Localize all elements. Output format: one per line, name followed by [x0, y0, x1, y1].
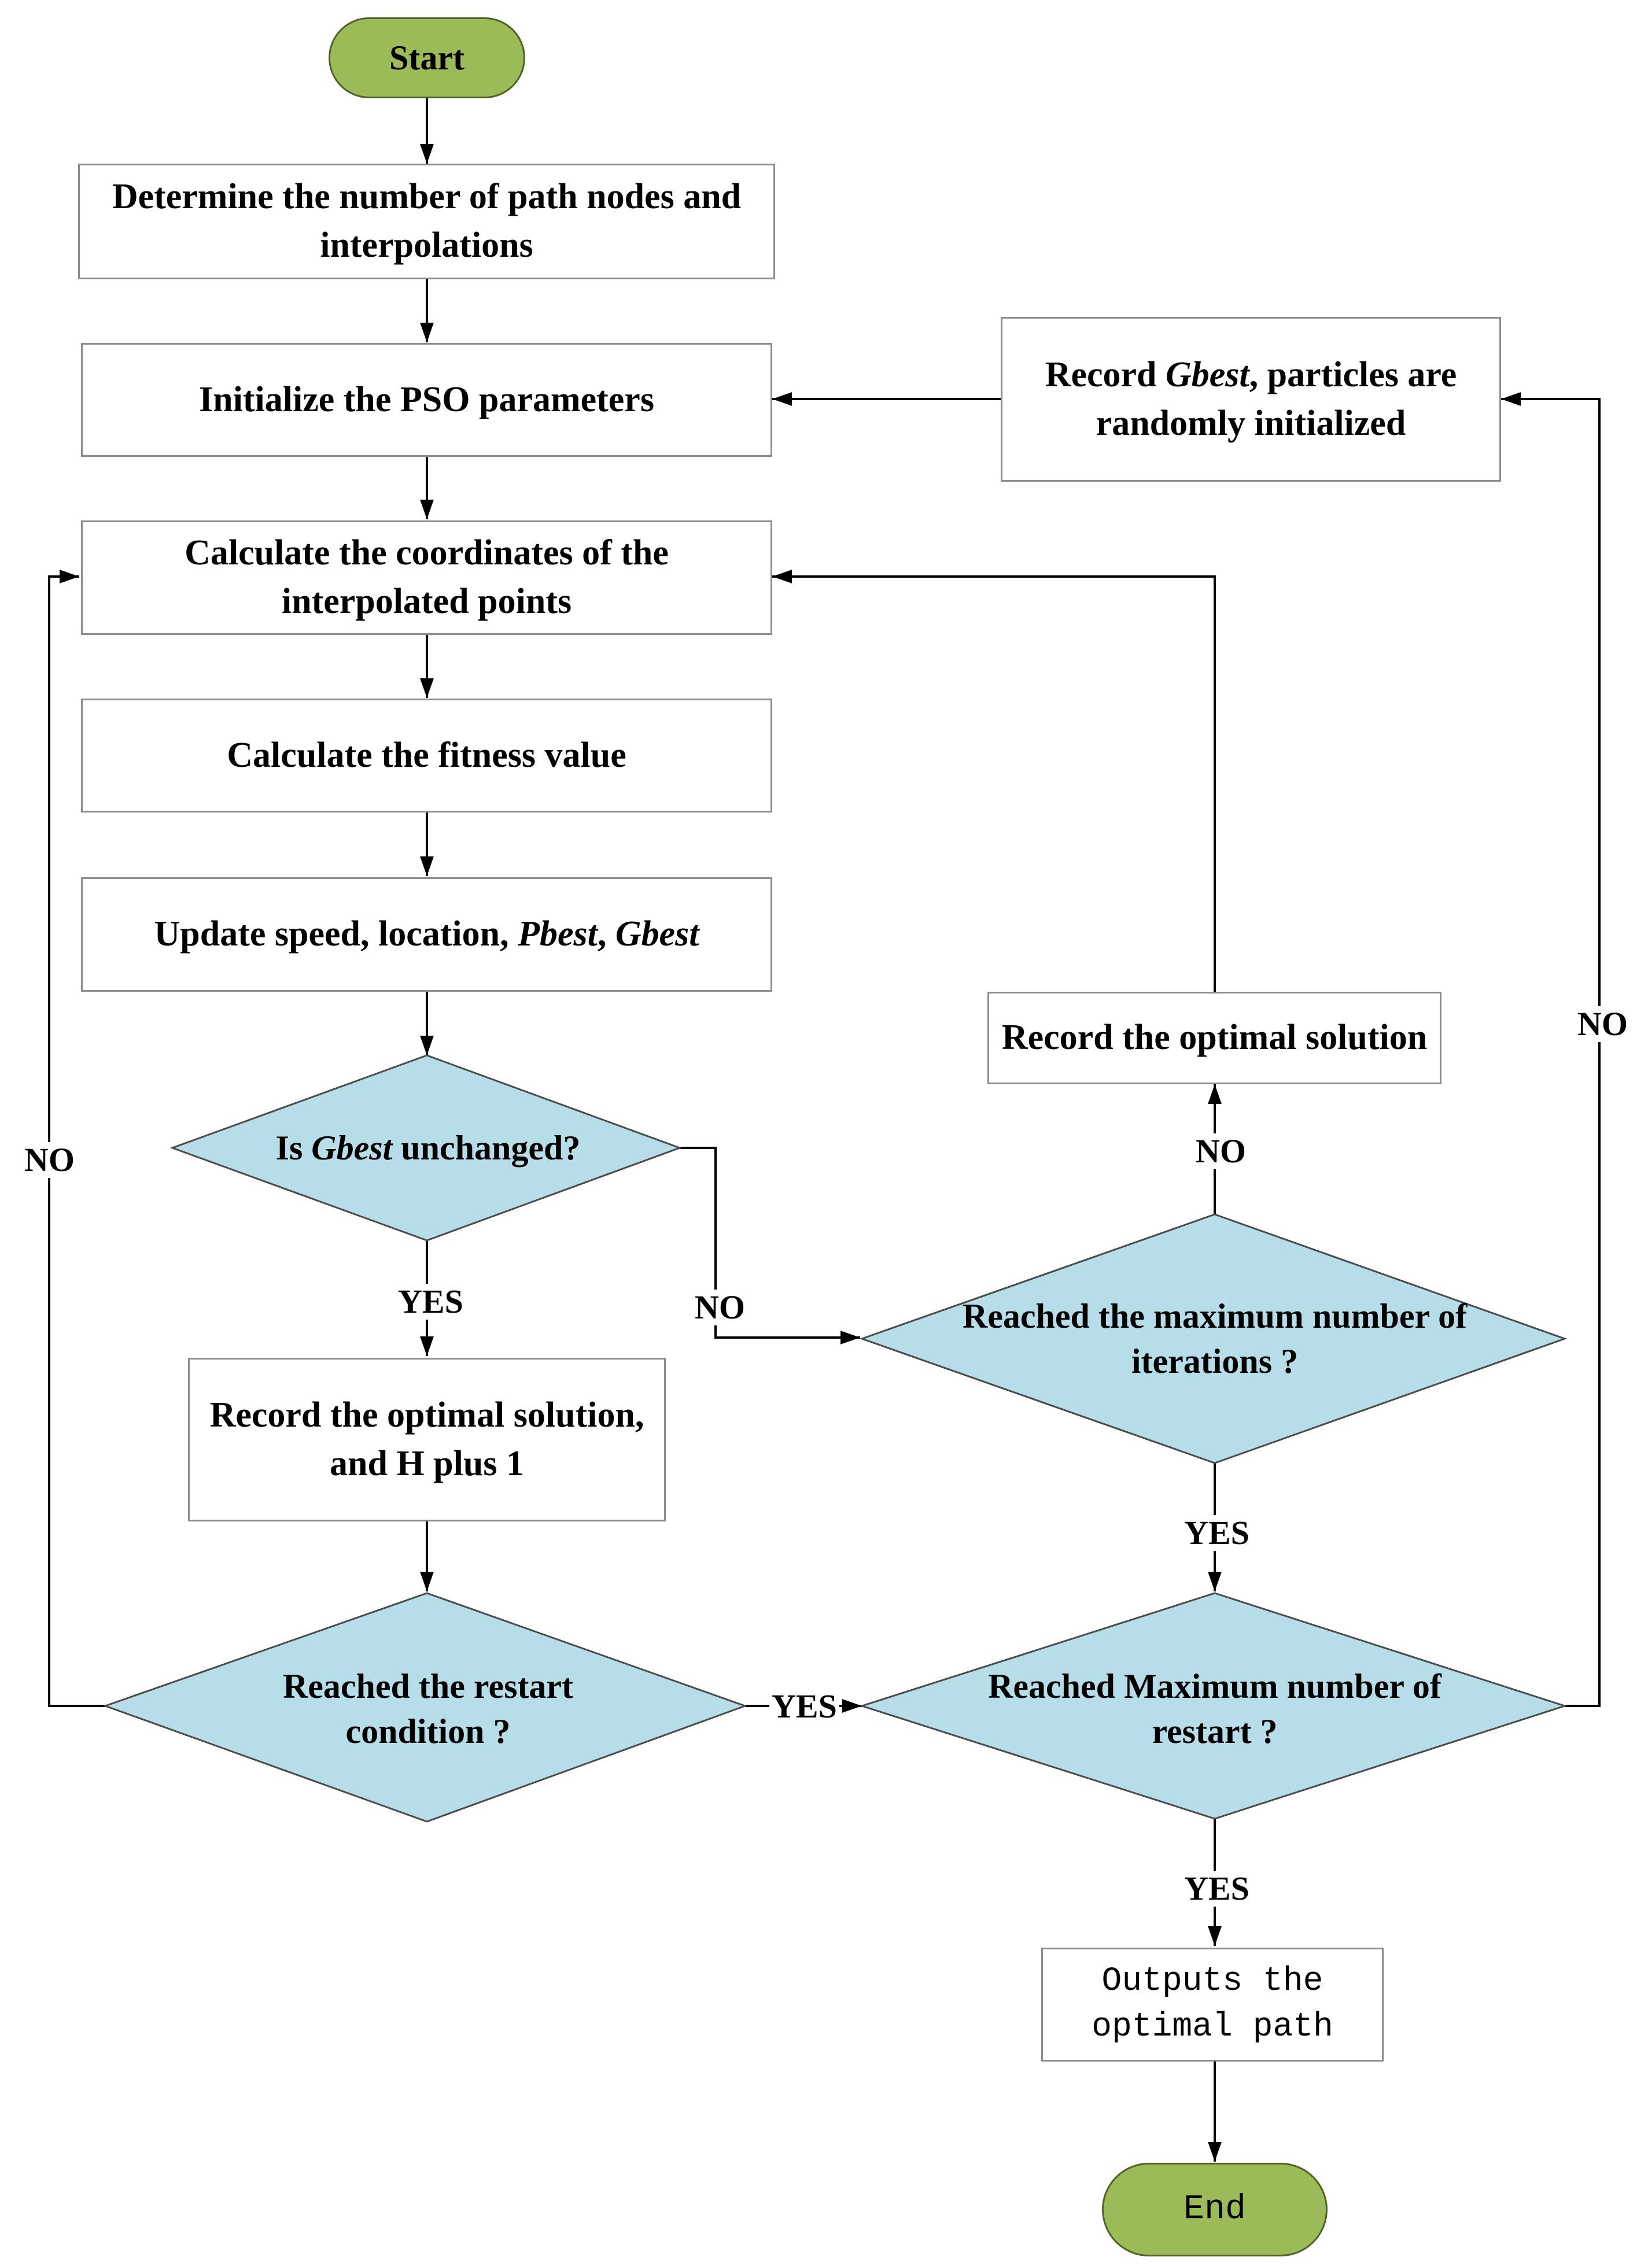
calculate-coordinates-line-1: Calculate the coordinates of the	[185, 533, 669, 573]
record-gbest-line-2: randomly initialized	[1096, 403, 1406, 443]
arrow-restart-no	[48, 570, 105, 1707]
record-optimal-solution-box: Record the optimal solution	[987, 992, 1441, 1084]
label-no-restart: NO	[22, 1142, 77, 1178]
max-restart-line-2: restart ?	[1152, 1712, 1278, 1750]
diamond-max-restart	[859, 1592, 1568, 1820]
determine-line-2: interpolations	[320, 226, 533, 265]
initialize-pso-box: Initialize the PSO parameters	[81, 343, 772, 457]
calculate-coordinates-line-2: interpolated points	[281, 582, 572, 621]
arrow-gbest-no	[680, 1147, 860, 1344]
label-no-max-restart: NO	[1575, 1006, 1630, 1042]
record-optimal-h-line-1: Record the optimal solution,	[209, 1395, 644, 1435]
diamond-gbest-unchanged	[169, 1054, 683, 1242]
label-yes-restart: YES	[769, 1689, 839, 1724]
end-label: End	[1183, 2189, 1247, 2229]
end-terminal: End	[1102, 2163, 1328, 2256]
label-yes-max-iterations: YES	[1182, 1515, 1252, 1551]
outputs-line-1: Outputs the	[1101, 1963, 1323, 2001]
restart-condition-line-1: Reached the restart	[282, 1667, 574, 1705]
arrow-recordopt-calc	[772, 570, 1216, 992]
record-gbest-box: Record Gbest, particles are randomly ini…	[1001, 317, 1501, 482]
diamond-restart-condition	[102, 1592, 748, 1823]
update-speed-label: Update speed, location, Pbest, Gbest	[154, 914, 699, 954]
restart-condition-line-2: condition ?	[345, 1712, 511, 1750]
label-yes-max-restart: YES	[1182, 1871, 1252, 1907]
max-restart-line-1: Reached Maximum number of	[988, 1667, 1441, 1705]
max-restart-question: Reached Maximum number of restart ?	[949, 1660, 1481, 1758]
arrow-maxrestart-no	[1501, 392, 1601, 1707]
record-optimal-h-box: Record the optimal solution, and H plus …	[188, 1358, 666, 1521]
label-yes-gbest: YES	[396, 1284, 466, 1320]
calculate-fitness-box: Calculate the fitness value	[81, 699, 772, 812]
label-no-max-iterations: NO	[1193, 1133, 1248, 1169]
start-terminal: Start	[329, 17, 525, 98]
gbest-unchanged-question: Is Gbest unchanged?	[275, 1129, 581, 1167]
initialize-pso-label: Initialize the PSO parameters	[199, 379, 654, 419]
start-label: Start	[389, 38, 464, 77]
calculate-coordinates-box: Calculate the coordinates of the interpo…	[81, 520, 772, 635]
max-iterations-line-1: Reached the maximum number of	[962, 1297, 1468, 1335]
outputs-optimal-path-box: Outputs the optimal path	[1041, 1948, 1384, 2062]
update-speed-box: Update speed, location, Pbest, Gbest	[81, 877, 772, 992]
determine-path-nodes-box: Determine the number of path nodes and i…	[78, 164, 775, 279]
record-optimal-h-line-2: and H plus 1	[329, 1443, 524, 1483]
record-gbest-line-1: Record Gbest, particles are	[1045, 354, 1457, 394]
determine-line-1: Determine the number of path nodes and	[112, 177, 742, 217]
diamond-max-iterations	[859, 1213, 1568, 1464]
outputs-line-2: optimal path	[1092, 2008, 1333, 2046]
label-no-gbest: NO	[692, 1290, 747, 1325]
record-optimal-solution-label: Record the optimal solution	[1001, 1018, 1428, 1058]
calculate-fitness-label: Calculate the fitness value	[227, 735, 626, 775]
restart-condition-question: Reached the restart condition ?	[231, 1660, 625, 1758]
max-iterations-question: Reached the maximum number of iterations…	[937, 1290, 1492, 1388]
max-iterations-line-2: iterations ?	[1131, 1342, 1299, 1380]
